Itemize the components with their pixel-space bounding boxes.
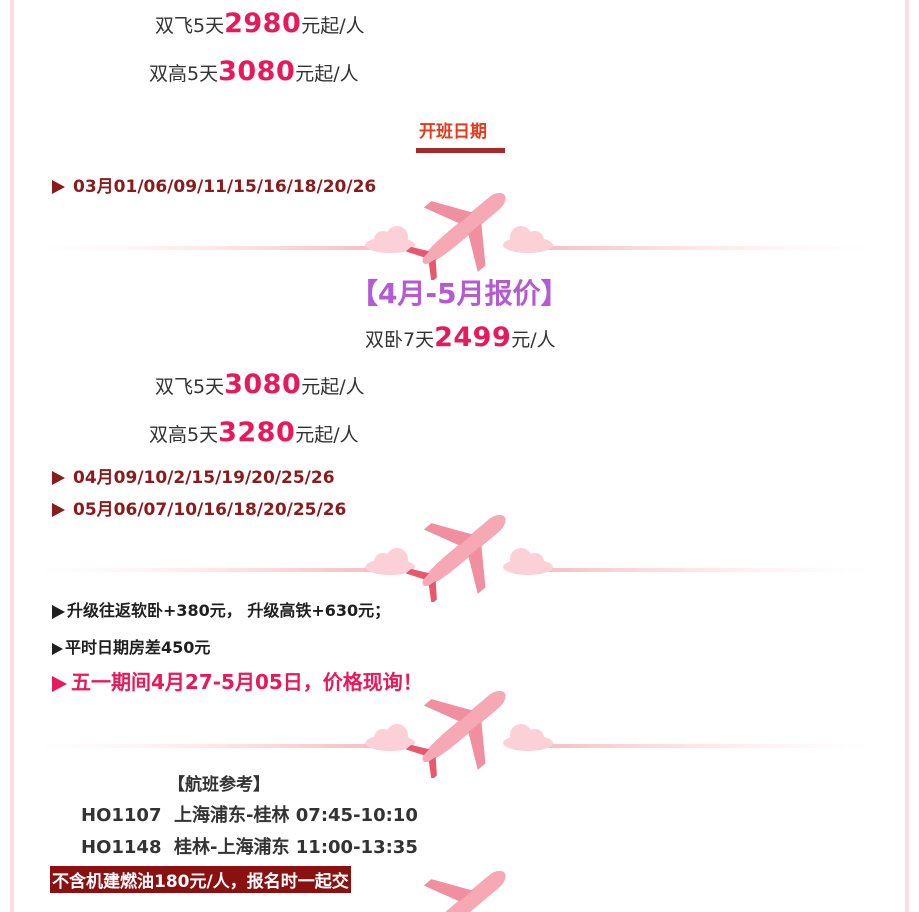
april-dates: 04月09/10/2/15/19/20/25/26 — [52, 463, 335, 488]
dates-text: 04月09/10/2/15/19/20/25/26 — [73, 468, 335, 488]
triangle-bullet-icon — [52, 471, 65, 485]
cloud-icon — [365, 724, 415, 751]
cloud-icon — [365, 548, 415, 575]
flight-row: HO1148 桂林-上海浦东 11:00-13:35 — [81, 833, 418, 859]
cloud-icon — [503, 548, 553, 575]
price-row-double-train-5d: 双高5天3280元起/人 — [149, 417, 359, 448]
airplane-divider — [40, 192, 870, 280]
price-row-double-train-5d: 双高5天3080元起/人 — [149, 56, 359, 87]
cloud-icon — [503, 226, 553, 253]
flight-time: 07:45-10:10 — [295, 805, 418, 826]
divider-line-right — [530, 246, 870, 250]
price-row-double-flight-5d: 双飞5天3080元起/人 — [155, 369, 365, 400]
fuel-surcharge-banner: 不含机建燃油180元/人，报名时一起交 — [50, 866, 351, 893]
page-border-left — [10, 0, 14, 912]
price-value: 3280 — [218, 417, 296, 448]
march-dates: 03月01/06/09/11/15/16/18/20/26 — [52, 172, 376, 197]
schedule-title: 开班日期 — [419, 122, 487, 142]
flight-code: HO1148 — [81, 837, 162, 858]
price-row-double-flight-5d: 双飞5天2980元起/人 — [155, 8, 365, 39]
price-label: 双高5天 — [149, 63, 219, 85]
note-text: 五一期间4月27-5月05日，价格现询！ — [71, 670, 423, 694]
price-row-sleeper-7d: 双卧7天2499元/人 — [365, 322, 556, 353]
price-label: 双卧7天 — [365, 329, 435, 351]
dates-text: 05月06/07/10/16/18/20/25/26 — [73, 500, 347, 520]
divider-line-right — [530, 568, 870, 572]
divider-line-left — [40, 744, 385, 748]
flight-heading: 【航班参考】 — [168, 775, 270, 795]
price-suffix: 元/人 — [511, 329, 556, 351]
triangle-bullet-icon — [52, 642, 63, 655]
flight-route: 桂林-上海浦东 — [174, 837, 290, 858]
price-value: 2499 — [434, 322, 512, 353]
note-text: 平时日期房差450元 — [65, 638, 211, 657]
flight-code: HO1107 — [81, 805, 162, 826]
period-title: 【4月-5月报价】 — [350, 277, 569, 310]
airplane-icon — [405, 192, 506, 280]
price-label: 双高5天 — [149, 424, 219, 446]
price-suffix: 元起/人 — [301, 15, 365, 37]
airplane-divider — [40, 690, 870, 778]
divider-line-left — [40, 246, 385, 250]
note-text: 升级往返软卧+380元， 升级高铁+630元； — [67, 601, 391, 620]
may-dates: 05月06/07/10/16/18/20/25/26 — [52, 495, 346, 520]
triangle-bullet-icon — [52, 675, 67, 692]
airplane-icon — [405, 514, 506, 602]
holiday-note: 五一期间4月27-5月05日，价格现询！ — [52, 666, 423, 695]
triangle-bullet-icon — [52, 180, 65, 194]
divider-line-left — [40, 568, 385, 572]
page-border-right — [905, 0, 909, 912]
price-suffix: 元起/人 — [295, 63, 359, 85]
airplane-icon — [405, 690, 506, 778]
dates-text: 03月01/06/09/11/15/16/18/20/26 — [73, 177, 377, 197]
cloud-icon — [503, 724, 553, 751]
triangle-bullet-icon — [52, 604, 65, 619]
price-value: 3080 — [218, 56, 296, 87]
schedule-title-underline — [416, 148, 505, 153]
room-diff-note: 平时日期房差450元 — [52, 634, 210, 658]
price-value: 2980 — [224, 8, 302, 39]
flight-time: 11:00-13:35 — [295, 837, 418, 858]
price-suffix: 元起/人 — [301, 376, 365, 398]
price-value: 3080 — [224, 369, 302, 400]
divider-line-right — [530, 744, 870, 748]
airplane-divider — [40, 514, 870, 602]
flight-route: 上海浦东-桂林 — [174, 805, 290, 826]
upgrade-note: 升级往返软卧+380元， 升级高铁+630元； — [52, 597, 390, 621]
airplane-icon — [422, 870, 506, 912]
triangle-bullet-icon — [52, 503, 65, 517]
cloud-icon — [365, 226, 415, 253]
price-suffix: 元起/人 — [295, 424, 359, 446]
price-label: 双飞5天 — [155, 376, 225, 398]
price-label: 双飞5天 — [155, 15, 225, 37]
flight-row: HO1107 上海浦东-桂林 07:45-10:10 — [81, 801, 418, 827]
airplane-divider-partial — [422, 870, 506, 912]
